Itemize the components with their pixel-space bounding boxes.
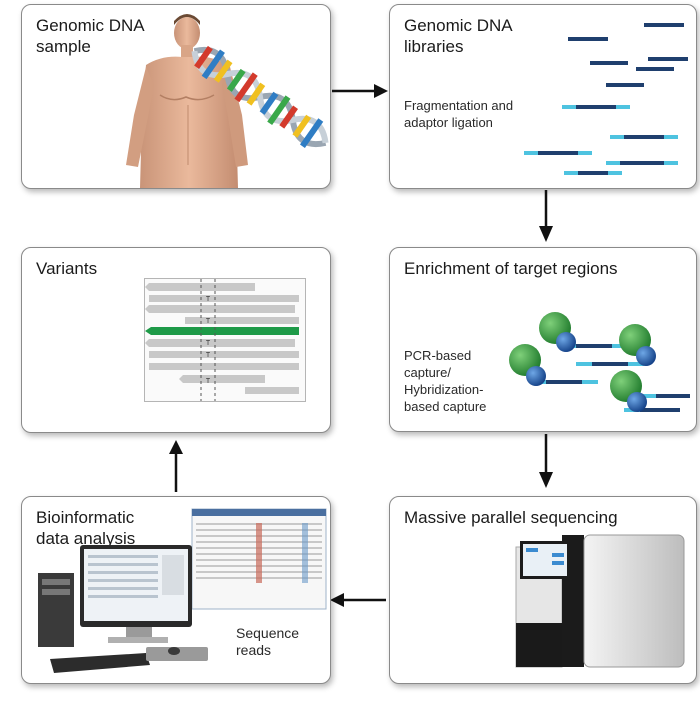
panel-title: Bioinformatic data analysis [36, 508, 136, 548]
variant-base-label: T [206, 318, 211, 325]
capture-probes-illustration [509, 312, 690, 412]
arrow-down [539, 434, 553, 488]
dna-double-helix-illustration [191, 45, 329, 148]
arrow-left [330, 593, 386, 607]
variant-base-label: T [206, 340, 211, 347]
panel-bioinformatics: Bioinformatic data analysis Sequence rea… [21, 496, 331, 684]
panel-enrichment: Enrichment of target regions PCR-based c… [389, 247, 697, 432]
fragmentation-label: Fragmentation and adaptor ligation [404, 98, 514, 130]
panel-genomic-dna-sample: Genomic DNA sample [21, 4, 331, 189]
arrow-up [169, 440, 183, 492]
capture-method-label: PCR-based capture/ Hybridization- based … [404, 348, 487, 414]
sequence-reads-label: Sequence reads [236, 625, 300, 658]
dna-fragments-illustration [524, 23, 688, 175]
panel-title: Variants [36, 259, 98, 278]
panel-title: Genomic DNA libraries [404, 16, 513, 56]
panel-title: Enrichment of target regions [404, 259, 618, 278]
variant-base-label: T [206, 296, 211, 303]
panel-title: Massive parallel sequencing [404, 508, 618, 527]
aligned-reads-illustration: T T T T T [145, 279, 299, 401]
panel-variants: Variants T T T T [21, 247, 331, 433]
arrow-down [539, 190, 553, 242]
sequencer-instrument-illustration [515, 534, 685, 668]
arrow-right [332, 84, 388, 98]
variant-base-label: T [206, 378, 211, 385]
panel-title: Genomic DNA sample [36, 16, 145, 56]
read-alignment-view: T T T T T [144, 278, 306, 402]
computer-workstation-illustration [38, 508, 327, 673]
human-body-illustration [126, 14, 248, 188]
panel-genomic-dna-libraries: Genomic DNA libraries Fragmentation and … [389, 4, 697, 189]
variant-base-label: T [206, 352, 211, 359]
panel-sequencing: Massive parallel sequencing [389, 496, 697, 684]
